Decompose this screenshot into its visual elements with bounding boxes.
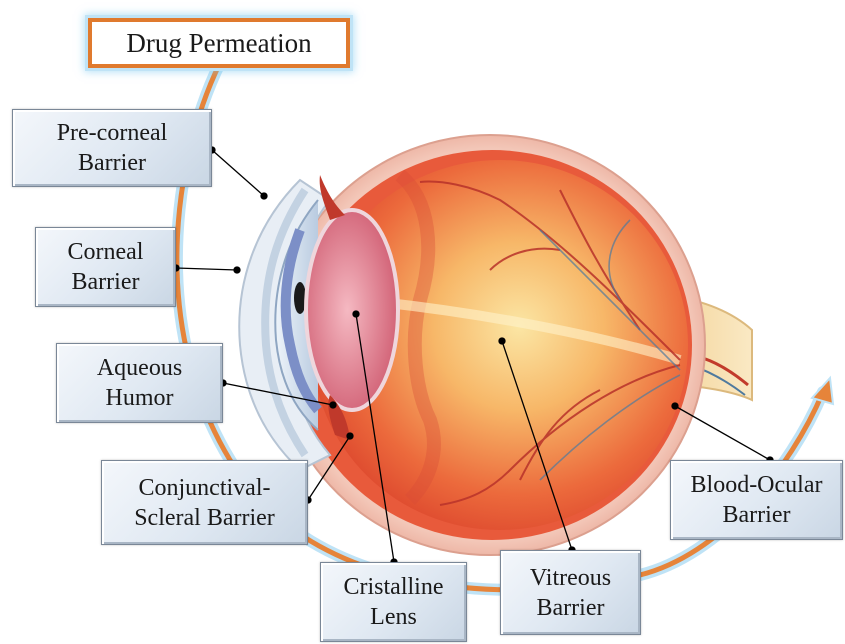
label-cristalline-lens: Cristalline Lens xyxy=(320,562,467,642)
label-blood-ocular-barrier: Blood-Ocular Barrier xyxy=(670,460,843,540)
label-aqueous-humor: Aqueous Humor xyxy=(56,343,223,423)
label-conjunctival-scleral-barrier: Conjunctival- Scleral Barrier xyxy=(101,460,308,545)
label-vitreous-barrier: Vitreous Barrier xyxy=(500,550,641,635)
label-corneal-barrier: Corneal Barrier xyxy=(35,227,176,307)
label-precorneal-barrier: Pre-corneal Barrier xyxy=(12,109,212,187)
lens-shape xyxy=(306,210,398,410)
title-box: Drug Permeation xyxy=(88,18,350,68)
diagram-title: Drug Permeation xyxy=(126,28,311,59)
